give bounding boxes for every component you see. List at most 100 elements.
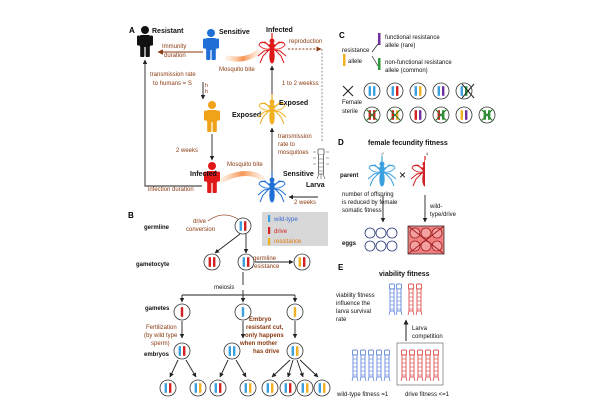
gametes-label: gametes	[145, 306, 170, 312]
mosquito-bite-1-label: Mosquito bite	[219, 67, 255, 73]
larva-wild-icon	[351, 349, 359, 382]
resistant-label: Resistant	[152, 28, 184, 35]
larva-label: Larva	[306, 182, 325, 189]
embryo-branch	[185, 359, 197, 378]
nonfunctional-label-2: allele (common)	[385, 68, 428, 74]
resistance-label-1: resistance	[342, 48, 370, 54]
germline-label: germline	[144, 225, 170, 231]
offspring-circle	[239, 379, 257, 397]
genotype-row-1	[342, 82, 475, 100]
fertilization-3: sperm)	[151, 341, 170, 347]
eggs-label: eggs	[342, 241, 357, 247]
genotype-circle	[432, 82, 450, 100]
larva-competition-1: Larva	[412, 326, 428, 332]
embryo-note-2: resistant cut,	[246, 325, 284, 331]
panel-b: B germline drive conversion wild-type dr…	[128, 211, 331, 397]
one-two-weeks-label: 1 to 2 weekss	[282, 81, 319, 87]
viability-title: viability fitness	[379, 271, 430, 278]
offspring-circle	[313, 379, 331, 397]
embryo-branch	[235, 359, 247, 378]
viability-note-4: rate	[336, 317, 347, 323]
larva-drive-icon	[400, 349, 408, 382]
sensitive-mosquito-label: Sensitive	[283, 171, 314, 178]
egg-icon	[386, 240, 398, 252]
embryo-circle	[173, 342, 191, 360]
embryo-branch	[219, 359, 229, 378]
legend-resist-swatch	[268, 238, 271, 245]
gamete-circle	[286, 303, 304, 321]
larva-drive-icon	[407, 283, 415, 316]
larva-drive-icon	[408, 349, 416, 382]
panel-a: A Resistant Sensitive Immunity duration …	[129, 26, 330, 206]
meiosis-label: meiosis	[214, 285, 234, 291]
larva-drive-icon	[424, 349, 432, 382]
egg-icon	[420, 240, 432, 252]
exposed-mosquito-icon	[257, 93, 287, 125]
immunity-label-1: Immunity	[162, 44, 186, 50]
genotype-circle	[363, 82, 381, 100]
egg-icon	[364, 227, 376, 239]
gametocyte-circle	[237, 253, 255, 271]
competing-larvae-group	[351, 349, 440, 382]
genotype-row-2	[363, 106, 496, 124]
panel-d-label: D	[338, 138, 344, 147]
sensitive-human-label: Sensitive	[219, 29, 250, 36]
cross-icon: ×	[399, 168, 406, 182]
legend-box	[262, 212, 328, 246]
transmission-humans-1: transmission rate	[150, 72, 196, 78]
drive-fitness-label: drive fitness <=1	[405, 392, 450, 398]
viability-note-2: influence the	[336, 301, 371, 307]
larva-wild-icon	[395, 283, 403, 316]
male-symbol: ♂	[380, 152, 385, 158]
egg-icon	[431, 240, 443, 252]
viability-note-1: viability fitness	[336, 293, 375, 299]
lineage-lines	[169, 214, 319, 378]
genotype-circle	[386, 82, 404, 100]
exposed-human-icon	[204, 101, 220, 132]
egg-icon	[420, 227, 432, 239]
offspring-circle	[261, 379, 279, 397]
sensitive-human-icon	[203, 29, 219, 60]
drive-larvae-box	[396, 342, 444, 386]
female-parent-mosquito-icon	[410, 155, 440, 190]
gametocyte-label: gametocyte	[136, 262, 170, 268]
infected-mosquito-label: Infected	[266, 27, 293, 34]
egg-icon	[386, 227, 398, 239]
bite-glow-1	[225, 49, 261, 62]
nonfunctional-label-1: non-functional resistance	[385, 60, 452, 66]
offspring-note-1: number of offspring	[342, 192, 394, 198]
sterile-cross-icon	[388, 108, 402, 122]
egg-cross-icon	[407, 225, 445, 255]
female-label: Female	[342, 100, 363, 106]
gametocyte-circle	[293, 253, 311, 271]
embryo-note-3: only happens	[245, 333, 284, 339]
egg-icon	[364, 240, 376, 252]
exposed-human-label: Exposed	[232, 112, 261, 119]
larva-drive-icon	[432, 349, 440, 382]
wild-drive-label-2: type/drive	[430, 212, 457, 218]
genotype-circle	[455, 106, 473, 124]
functional-label-1: functional resistance	[385, 35, 440, 41]
drive-conversion-2: conversion	[186, 227, 215, 233]
surviving-larvae-group	[388, 283, 423, 316]
germline-resistance-1: germline	[253, 256, 277, 262]
offspring-circle	[189, 379, 207, 397]
germline-to-left-arrow	[214, 233, 241, 254]
two-weeks-label: 2 weeks	[176, 148, 198, 154]
embryo-branch	[296, 359, 304, 378]
viability-note-3: larva survival	[336, 309, 371, 315]
sub-h-1: h	[205, 83, 208, 89]
panel-a-label: A	[129, 26, 135, 35]
infection-duration-label: infection duration	[148, 187, 194, 193]
legend-drive-swatch	[268, 227, 271, 234]
sterile-cross-icon	[461, 83, 475, 99]
embryo-branch	[271, 359, 291, 378]
wild-drive-label-1: wild-	[429, 204, 442, 210]
drive-conversion-curve	[207, 214, 239, 222]
resistance-allele-swatch	[343, 54, 346, 66]
mosquito-bite-2-label: Mosquito bite	[227, 162, 263, 168]
genotype-circle	[409, 106, 427, 124]
sterile-cross-icon	[434, 108, 448, 122]
exposed-mosquito-label: Exposed	[279, 100, 308, 107]
